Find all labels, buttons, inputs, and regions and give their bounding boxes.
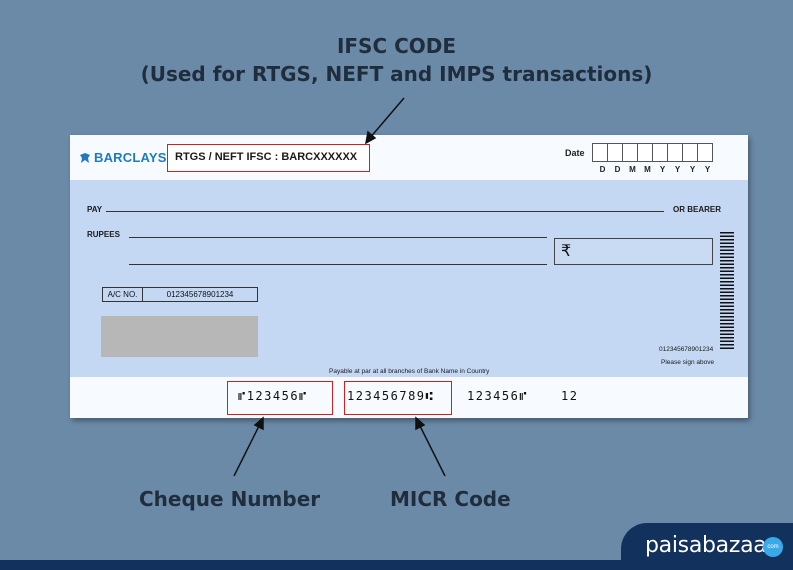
date-format: D D M M Y Y Y Y: [595, 165, 715, 174]
date-char: D: [599, 165, 606, 174]
signature-area: [101, 316, 258, 357]
date-char: M: [644, 165, 651, 174]
micr-cheque-number: ⑈123456⑈: [238, 389, 308, 403]
eagle-icon: [80, 153, 90, 163]
sign-text: Please sign above: [661, 359, 715, 366]
date-box: [622, 143, 638, 162]
date-char: D: [614, 165, 621, 174]
pay-label: PAY: [87, 205, 103, 214]
date-boxes: [592, 143, 713, 162]
cheque: BARCLAYS RTGS / NEFT IFSC : BARCXXXXXX D…: [70, 135, 748, 418]
date-box: [667, 143, 683, 162]
micr-code: 123456789⑆: [347, 389, 435, 403]
date-box: [652, 143, 668, 162]
rupees-label: RUPEES: [87, 230, 120, 239]
com-badge: com: [763, 537, 783, 557]
footer-bar: [0, 560, 793, 570]
date-char: Y: [689, 165, 696, 174]
micr-account: 123456⑈: [467, 389, 529, 403]
payable-text: Payable at par at all branches of Bank N…: [329, 368, 490, 375]
micr-transaction: 12: [561, 389, 579, 403]
date-char: Y: [659, 165, 666, 174]
ifsc-box: RTGS / NEFT IFSC : BARCXXXXXX: [167, 144, 370, 172]
date-box: [682, 143, 698, 162]
rupees-line-1: [129, 237, 547, 238]
ac-no-label: A/C NO.: [103, 288, 143, 301]
bank-logo-text: BARCLAYS: [94, 150, 167, 165]
rupee-icon: ₹: [561, 243, 572, 260]
rupees-line-2: [129, 264, 547, 265]
date-box: [592, 143, 608, 162]
brand-logo: paisabazaar: [645, 533, 776, 558]
page-subtitle: (Used for RTGS, NEFT and IMPS transactio…: [140, 62, 653, 86]
amount-box: ₹: [554, 238, 713, 265]
micr-code-label: MICR Code: [390, 487, 511, 511]
account-small: 012345678901234: [659, 346, 714, 353]
date-label: Date: [565, 148, 585, 158]
cheque-number-highlight: [227, 381, 333, 415]
date-char: Y: [674, 165, 681, 174]
bank-logo: BARCLAYS: [79, 150, 167, 165]
date-box: [607, 143, 623, 162]
pay-line: [106, 211, 664, 212]
micr-code-highlight: [344, 381, 452, 415]
date-box: [637, 143, 653, 162]
account-number-box: A/C NO. 012345678901234: [102, 287, 258, 302]
ac-no-value: 012345678901234: [166, 290, 234, 299]
date-char: M: [629, 165, 636, 174]
barcode: [720, 232, 734, 350]
date-char: Y: [704, 165, 711, 174]
page-title: IFSC CODE: [336, 34, 457, 58]
cheque-number-label: Cheque Number: [139, 487, 321, 511]
or-bearer-label: OR BEARER: [673, 205, 722, 214]
cheque-micr-strip: [70, 377, 748, 418]
date-box: [697, 143, 713, 162]
